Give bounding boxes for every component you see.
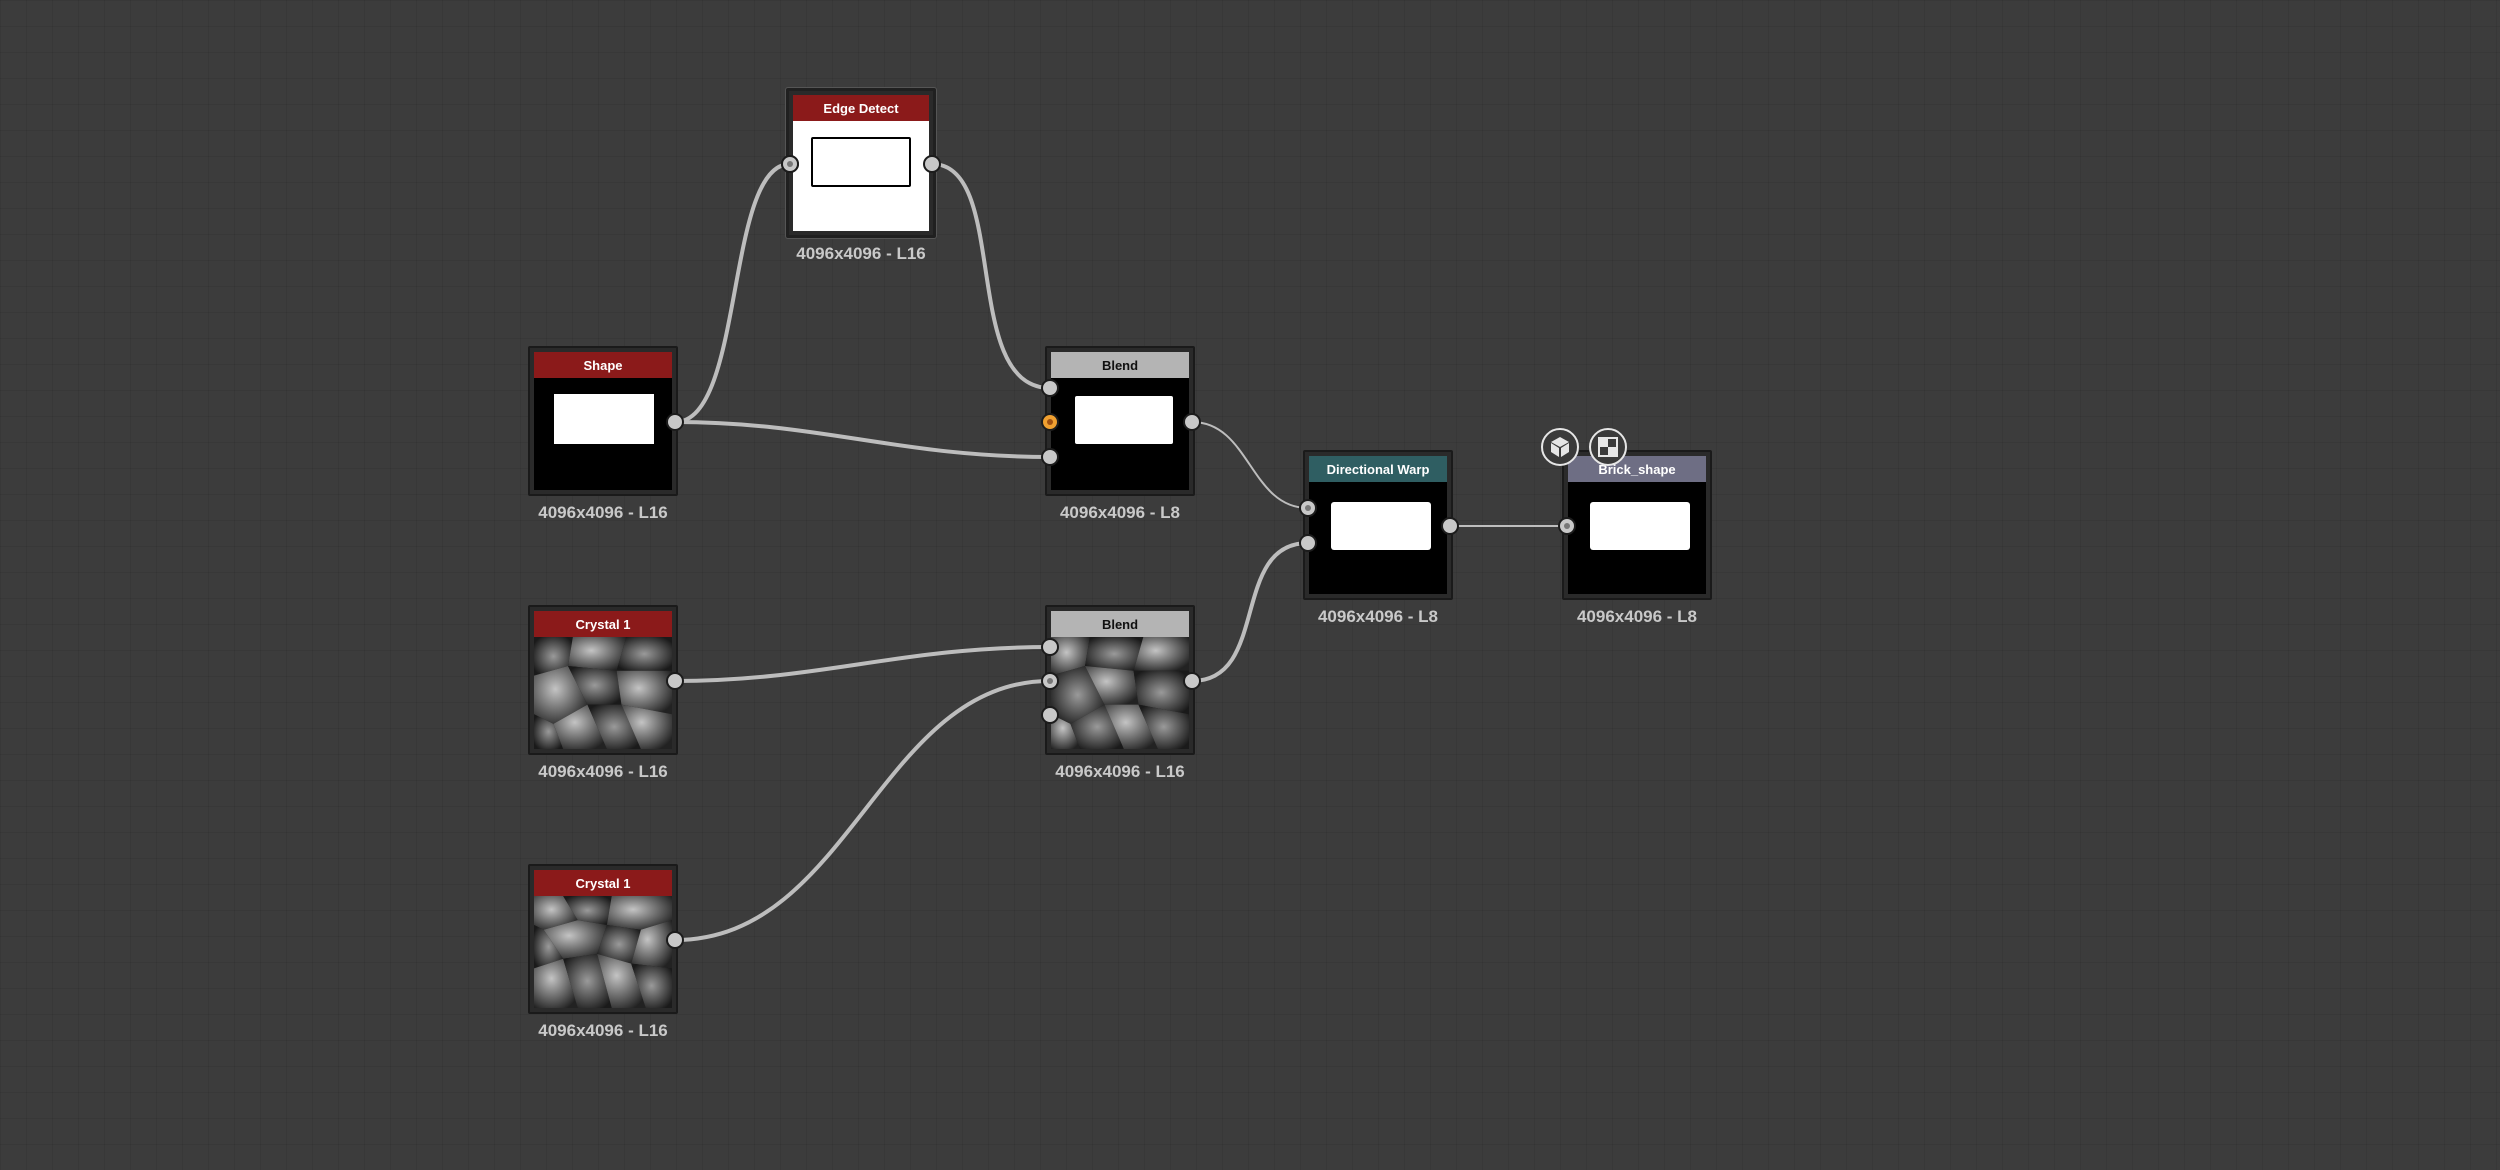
crystal-top-node[interactable]: Crystal 1 xyxy=(528,605,678,755)
blend-bottom-mask-port[interactable] xyxy=(1041,706,1059,724)
crystal-bottom-node[interactable]: Crystal 1 xyxy=(528,864,678,1014)
edge-detect-node[interactable]: Edge Detect xyxy=(786,88,936,238)
blend-bottom-node[interactable]: Blend xyxy=(1045,605,1195,755)
blend-top-node[interactable]: Blend xyxy=(1045,346,1195,496)
blend-bottom-foreground-port[interactable] xyxy=(1041,638,1059,656)
thumbnail-white-rect xyxy=(1075,396,1173,444)
node-thumbnail xyxy=(534,637,672,749)
directional-warp-input-port[interactable] xyxy=(1299,499,1317,517)
wire-shape-to-blend-top[interactable] xyxy=(675,422,1050,457)
blend-bottom-background-port[interactable] xyxy=(1041,672,1059,690)
wire-edge-detect-to-blend-top[interactable] xyxy=(932,164,1050,388)
brick-shape-resolution: 4096x4096 - L8 xyxy=(1537,607,1737,627)
node-thumbnail xyxy=(1568,482,1706,594)
node-title: Directional Warp xyxy=(1309,456,1447,482)
node-thumbnail xyxy=(1309,482,1447,594)
node-thumbnail xyxy=(534,896,672,1008)
node-title: Brick_shape xyxy=(1568,456,1706,482)
node-thumbnail xyxy=(1051,378,1189,490)
directional-warp-output-port[interactable] xyxy=(1441,517,1459,535)
crystal-noise-thumbnail xyxy=(534,896,672,1008)
shape-node[interactable]: Shape xyxy=(528,346,678,496)
node-title: Crystal 1 xyxy=(534,870,672,896)
wire-blend-top-to-warp[interactable] xyxy=(1192,422,1308,508)
blend-top-background-port[interactable] xyxy=(1041,448,1059,466)
node-title: Blend xyxy=(1051,611,1189,637)
thumbnail-white-rect xyxy=(1331,502,1431,550)
thumbnail-outline-shape xyxy=(811,137,911,187)
brick-shape-input-port[interactable] xyxy=(1558,517,1576,535)
crystal-bottom-output-port[interactable] xyxy=(666,931,684,949)
blend-bottom-output-port[interactable] xyxy=(1183,672,1201,690)
wire-crystal-top-to-blend-bottom[interactable] xyxy=(675,647,1050,681)
directional-warp-resolution: 4096x4096 - L8 xyxy=(1278,607,1478,627)
shape-resolution: 4096x4096 - L16 xyxy=(503,503,703,523)
node-title: Shape xyxy=(534,352,672,378)
crystal-top-output-port[interactable] xyxy=(666,672,684,690)
brick-shape-output-node[interactable]: Brick_shape xyxy=(1562,450,1712,600)
crystal-bottom-resolution: 4096x4096 - L16 xyxy=(503,1021,703,1041)
blend-bottom-resolution: 4096x4096 - L16 xyxy=(1020,762,1220,782)
thumbnail-white-rect xyxy=(554,394,654,444)
blend-top-resolution: 4096x4096 - L8 xyxy=(1020,503,1220,523)
wire-crystal-bottom-to-blend-bottom[interactable] xyxy=(675,681,1050,940)
directional-warp-intensity-port[interactable] xyxy=(1299,534,1317,552)
node-title: Crystal 1 xyxy=(534,611,672,637)
node-thumbnail xyxy=(1051,637,1189,749)
directional-warp-node[interactable]: Directional Warp xyxy=(1303,450,1453,600)
blend-result-thumbnail xyxy=(1051,637,1189,749)
thumbnail-white-rect xyxy=(1590,502,1690,550)
node-thumbnail xyxy=(534,378,672,490)
node-thumbnail xyxy=(793,121,929,231)
wire-shape-to-edge-detect[interactable] xyxy=(675,164,790,422)
node-title: Blend xyxy=(1051,352,1189,378)
cube-icon xyxy=(1543,430,1577,464)
edge-detect-output-port[interactable] xyxy=(923,155,941,173)
shape-output-port[interactable] xyxy=(666,413,684,431)
node-title: Edge Detect xyxy=(793,95,929,121)
2d-view-icon[interactable] xyxy=(1589,428,1627,466)
blend-top-mask-port[interactable] xyxy=(1041,413,1059,431)
blend-top-foreground-port[interactable] xyxy=(1041,379,1059,397)
edge-detect-resolution: 4096x4096 - L16 xyxy=(761,244,961,264)
edge-detect-input-port-dot[interactable] xyxy=(781,155,799,173)
blend-top-output-port[interactable] xyxy=(1183,413,1201,431)
3d-view-icon[interactable] xyxy=(1541,428,1579,466)
crystal-top-resolution: 4096x4096 - L16 xyxy=(503,762,703,782)
checker-icon xyxy=(1591,430,1625,464)
crystal-noise-thumbnail xyxy=(534,637,672,749)
